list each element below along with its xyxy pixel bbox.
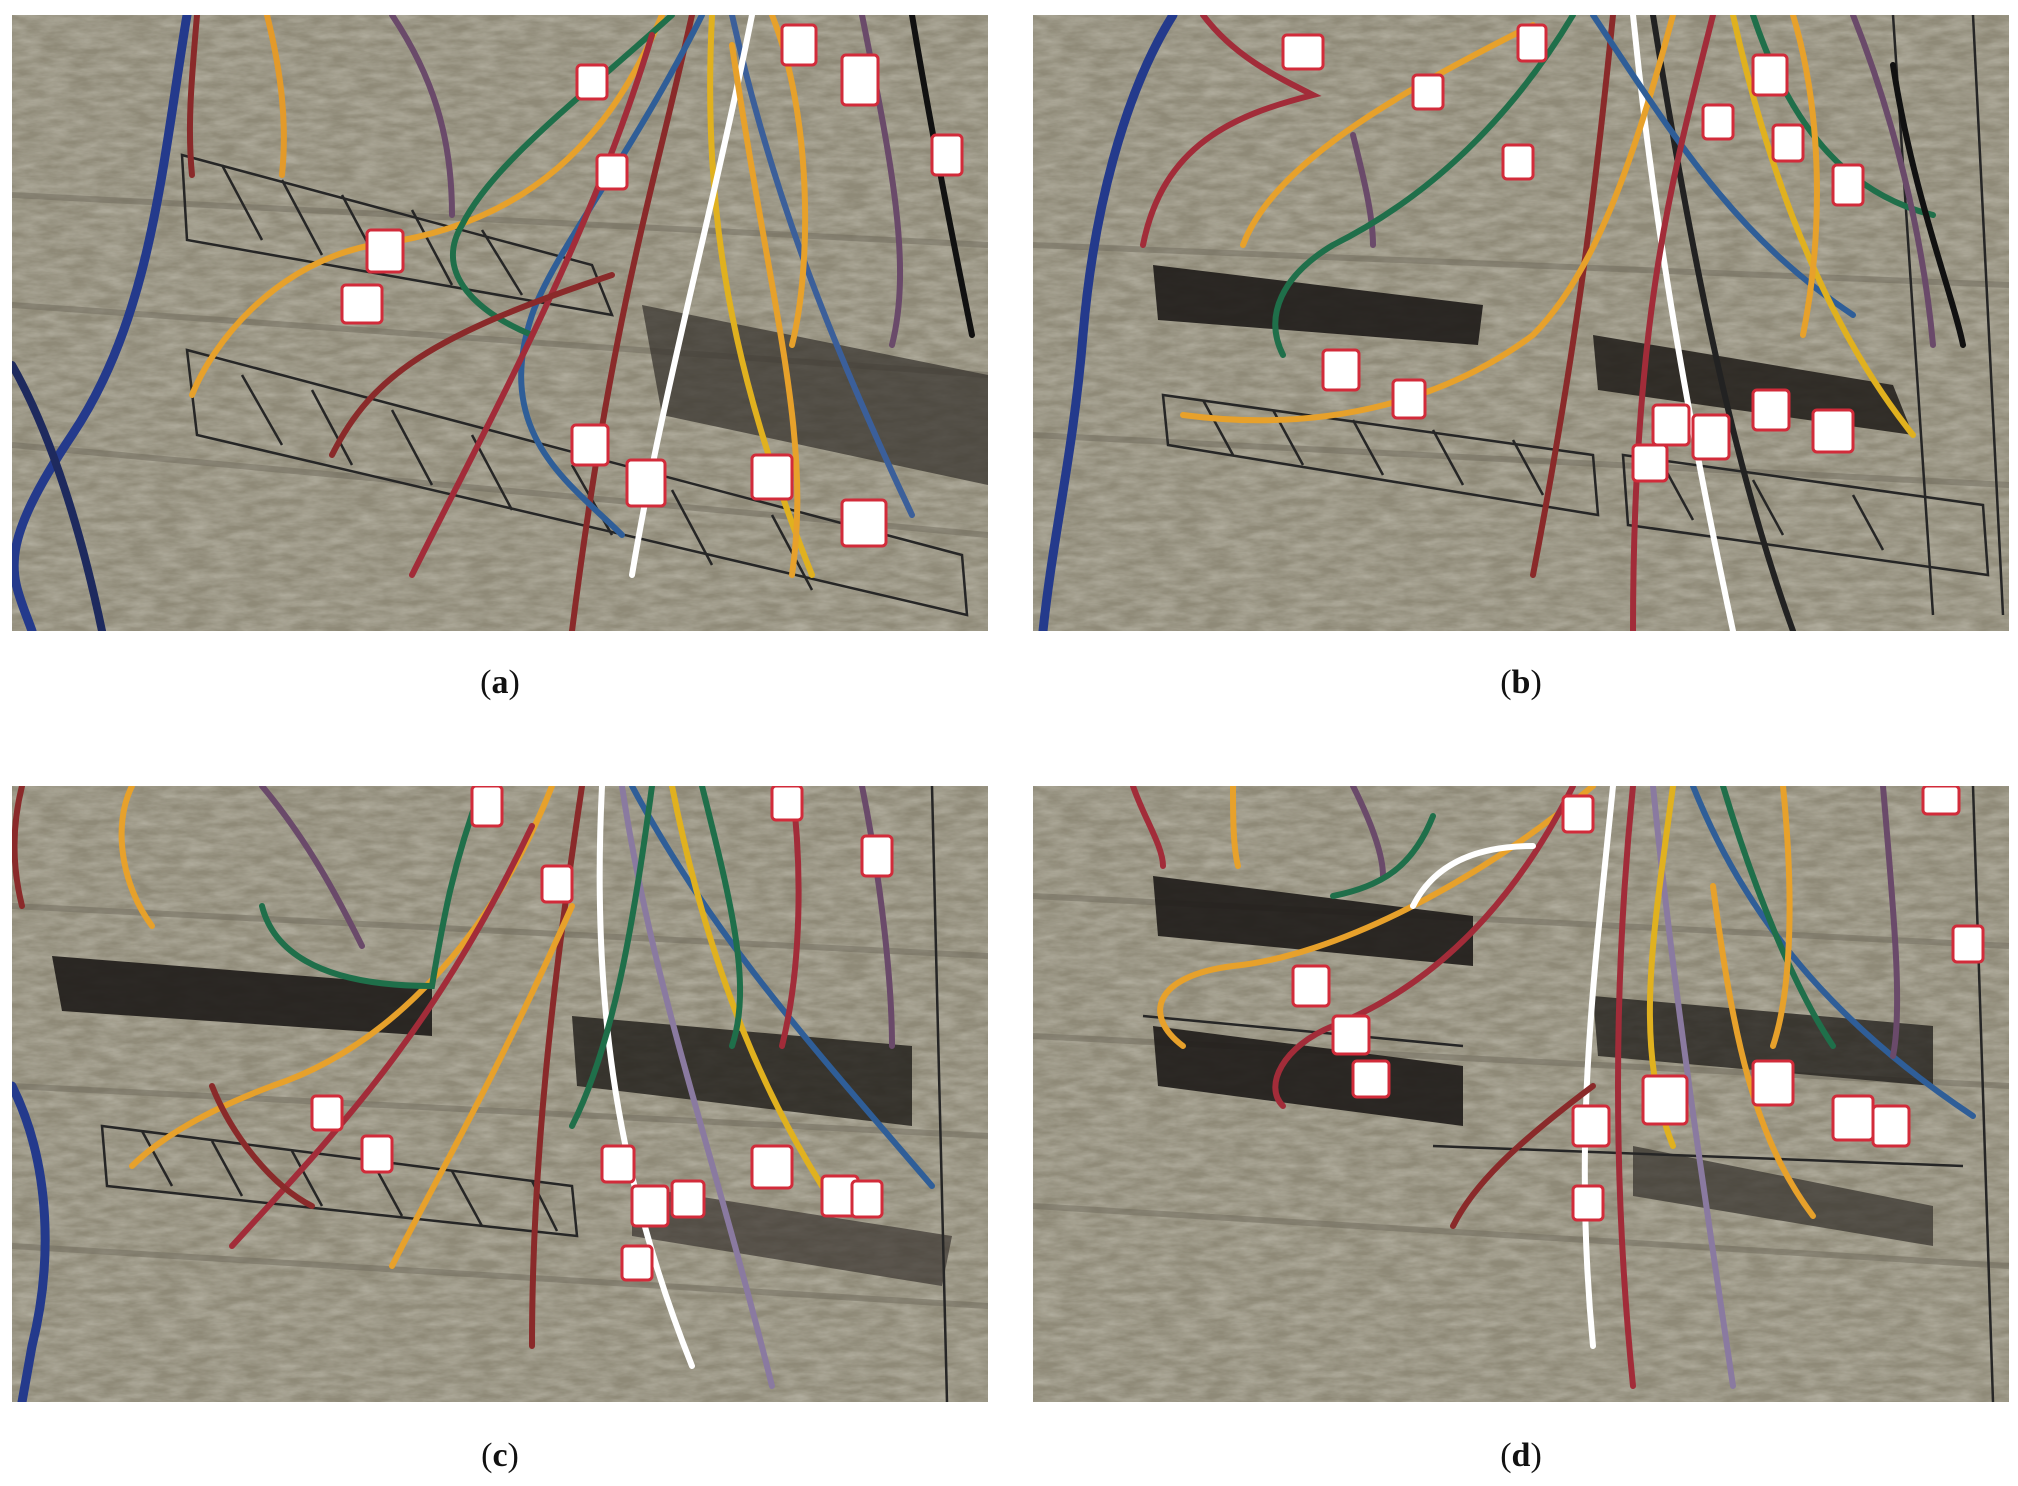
photo-panel-a bbox=[12, 15, 988, 631]
photo-panel-b bbox=[1033, 15, 2009, 631]
photo-panel-c bbox=[12, 786, 988, 1402]
photo-panel-d bbox=[1033, 786, 2009, 1402]
panel-caption-c: (c) bbox=[481, 1437, 519, 1474]
panel-caption-a: (a) bbox=[480, 664, 520, 701]
panel-caption-b: (b) bbox=[1500, 664, 1542, 701]
panel-caption-d: (d) bbox=[1500, 1437, 1542, 1474]
